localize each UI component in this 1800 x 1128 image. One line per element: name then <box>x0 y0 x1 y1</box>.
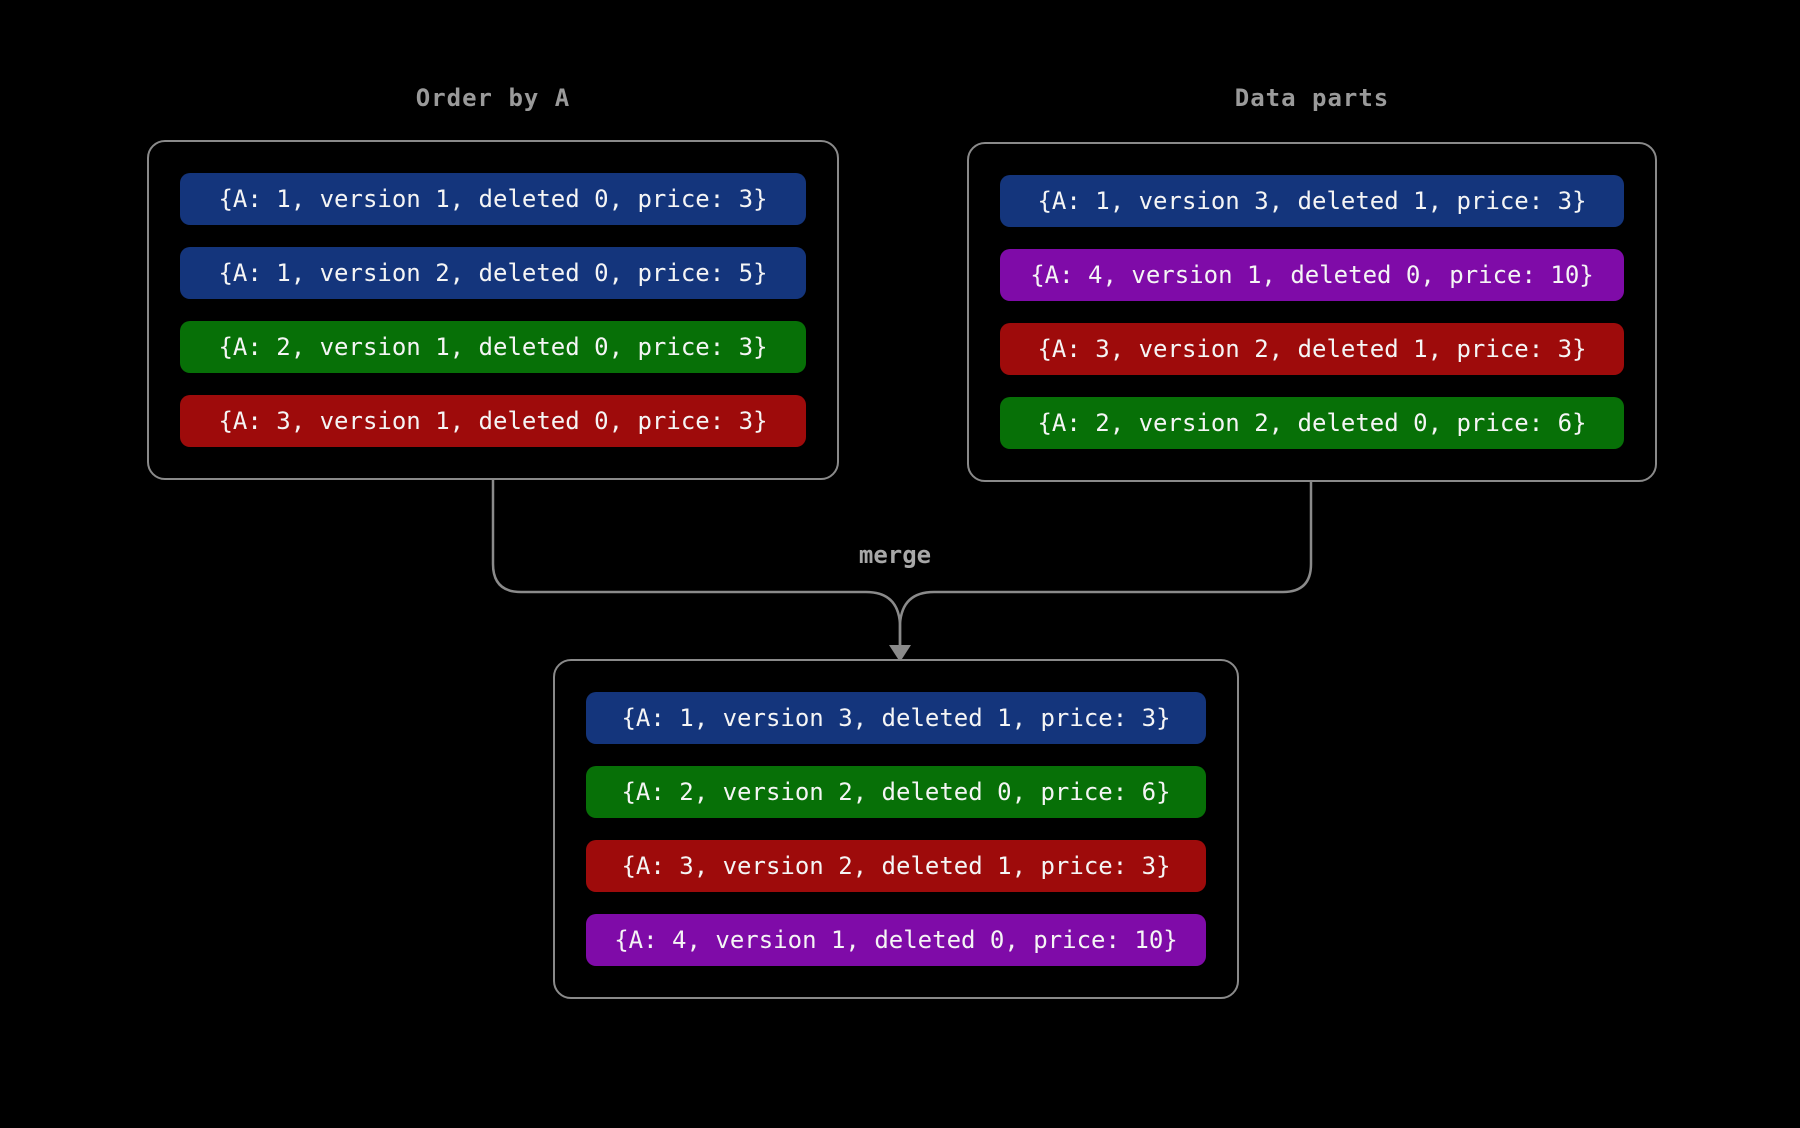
data-row-blue: {A: 1, version 3, deleted 1, price: 3} <box>586 692 1206 744</box>
data-row-blue: {A: 1, version 1, deleted 0, price: 3} <box>180 173 806 225</box>
data-row-green: {A: 2, version 2, deleted 0, price: 6} <box>1000 397 1624 449</box>
merged-result-box: {A: 1, version 3, deleted 1, price: 3} {A… <box>553 659 1239 999</box>
data-parts-box: {A: 1, version 3, deleted 1, price: 3} {A… <box>967 142 1657 482</box>
data-row-blue: {A: 1, version 2, deleted 0, price: 5} <box>180 247 806 299</box>
order-by-box: {A: 1, version 1, deleted 0, price: 3} {A… <box>147 140 839 480</box>
data-parts-title: Data parts <box>1234 84 1390 112</box>
data-row-red: {A: 3, version 2, deleted 1, price: 3} <box>586 840 1206 892</box>
data-row-blue: {A: 1, version 3, deleted 1, price: 3} <box>1000 175 1624 227</box>
merge-label: merge <box>858 541 932 569</box>
data-row-red: {A: 3, version 2, deleted 1, price: 3} <box>1000 323 1624 375</box>
order-by-title: Order by A <box>415 84 571 112</box>
data-row-red: {A: 3, version 1, deleted 0, price: 3} <box>180 395 806 447</box>
data-row-green: {A: 2, version 2, deleted 0, price: 6} <box>586 766 1206 818</box>
data-row-purple: {A: 4, version 1, deleted 0, price: 10} <box>1000 249 1624 301</box>
data-row-green: {A: 2, version 1, deleted 0, price: 3} <box>180 321 806 373</box>
data-row-purple: {A: 4, version 1, deleted 0, price: 10} <box>586 914 1206 966</box>
